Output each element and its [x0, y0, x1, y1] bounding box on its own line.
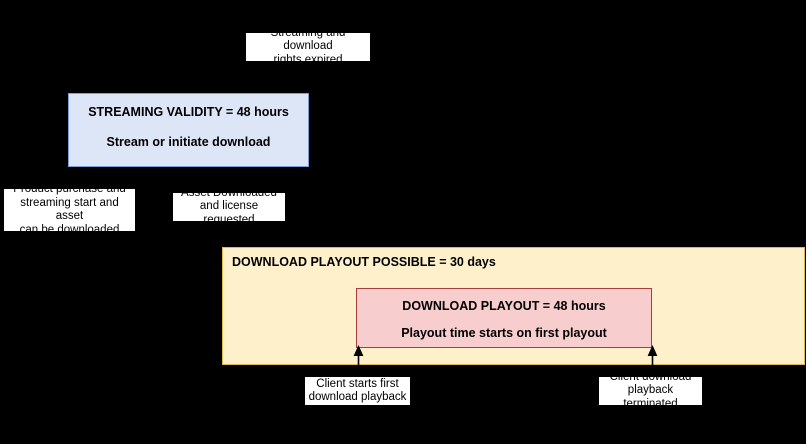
callout-product-purchase: Product purchase and streaming start and…	[3, 183, 136, 236]
callout-rights-expired: Streaming and download rights expired	[245, 27, 371, 66]
callout-asset-downloaded: Asset Downloaded and license requested	[172, 187, 286, 226]
download-playout-band: DOWNLOAD PLAYOUT = 48 hours Playout time…	[356, 288, 652, 348]
arrow-first-playback-icon	[353, 345, 364, 380]
callout-client-playback-terminated: Client download playback terminated	[598, 371, 703, 410]
download-playout-possible-heading: DOWNLOAD PLAYOUT POSSIBLE = 30 days	[232, 255, 496, 269]
streaming-validity-subtext: Stream or initiate download	[106, 135, 271, 149]
download-playout-heading: DOWNLOAD PLAYOUT = 48 hours	[402, 299, 606, 313]
streaming-validity-band: STREAMING VALIDITY = 48 hours Stream or …	[68, 93, 309, 167]
callout-client-starts-playback: Client starts first download playback	[304, 376, 411, 406]
download-playout-subtext: Playout time starts on first playout	[401, 326, 607, 340]
streaming-validity-heading: STREAMING VALIDITY = 48 hours	[88, 105, 289, 119]
arrow-playback-terminated-icon	[647, 345, 658, 380]
